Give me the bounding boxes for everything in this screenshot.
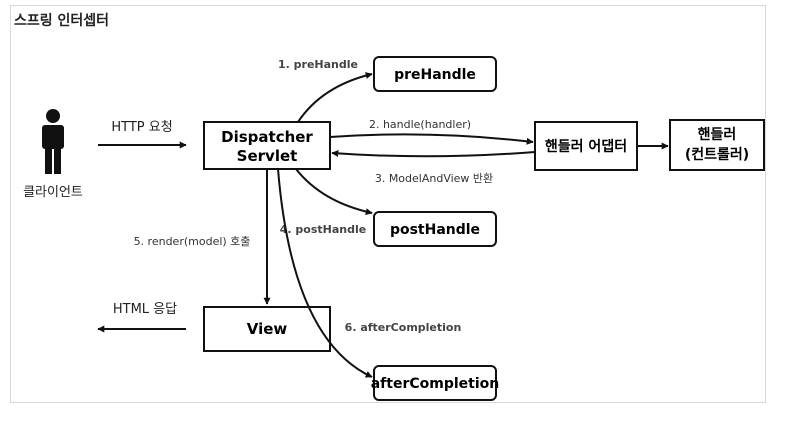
handler-label-line2: (컨트롤러) [685, 146, 749, 163]
response-label: HTML 응답 [113, 302, 177, 317]
dispatcher-label-line1: Dispatcher [221, 128, 313, 146]
posthandle-box: postHandle [373, 211, 497, 247]
handle-arrow [329, 133, 534, 145]
handler-adapter-label: 핸들러 어댑터 [545, 138, 627, 155]
person-icon [42, 109, 64, 174]
handler-label-line1: 핸들러 [698, 127, 737, 143]
prehandle-box: preHandle [373, 56, 497, 92]
model-and-view-arrow [331, 149, 536, 158]
aftercompletion-edge-label: 6. afterCompletion [345, 321, 462, 334]
dispatcher-label-line2: Servlet [237, 147, 298, 165]
aftercompletion-box-label: afterCompletion [371, 376, 500, 392]
prehandle-box-label: preHandle [394, 67, 476, 83]
prehandle-arrow [297, 72, 373, 123]
view-box: View [203, 306, 331, 352]
request-label: HTTP 요청 [111, 120, 172, 135]
view-box-label: View [247, 320, 288, 338]
handler-adapter-box: 핸들러 어댑터 [534, 121, 638, 171]
diagram-title: 스프링 인터셉터 [14, 13, 110, 29]
handle-edge-label: 2. handle(handler) [369, 118, 471, 131]
model-and-view-edge-label: 3. ModelAndView 반환 [375, 172, 493, 185]
prehandle-edge-label: 1. preHandle [278, 58, 358, 71]
aftercompletion-box: afterCompletion [371, 365, 500, 401]
render-edge-label: 5. render(model) 호출 [134, 235, 251, 248]
aftercompletion-arrow [277, 168, 373, 378]
posthandle-box-label: postHandle [390, 222, 480, 238]
posthandle-edge-label: 4. postHandle [280, 223, 366, 236]
posthandle-arrow [295, 168, 373, 216]
dispatcher-servlet-box: Dispatcher Servlet [203, 121, 331, 170]
client-label: 클라이언트 [23, 185, 83, 200]
diagram-frame [10, 5, 766, 403]
handler-box: 핸들러 (컨트롤러) [669, 119, 765, 171]
